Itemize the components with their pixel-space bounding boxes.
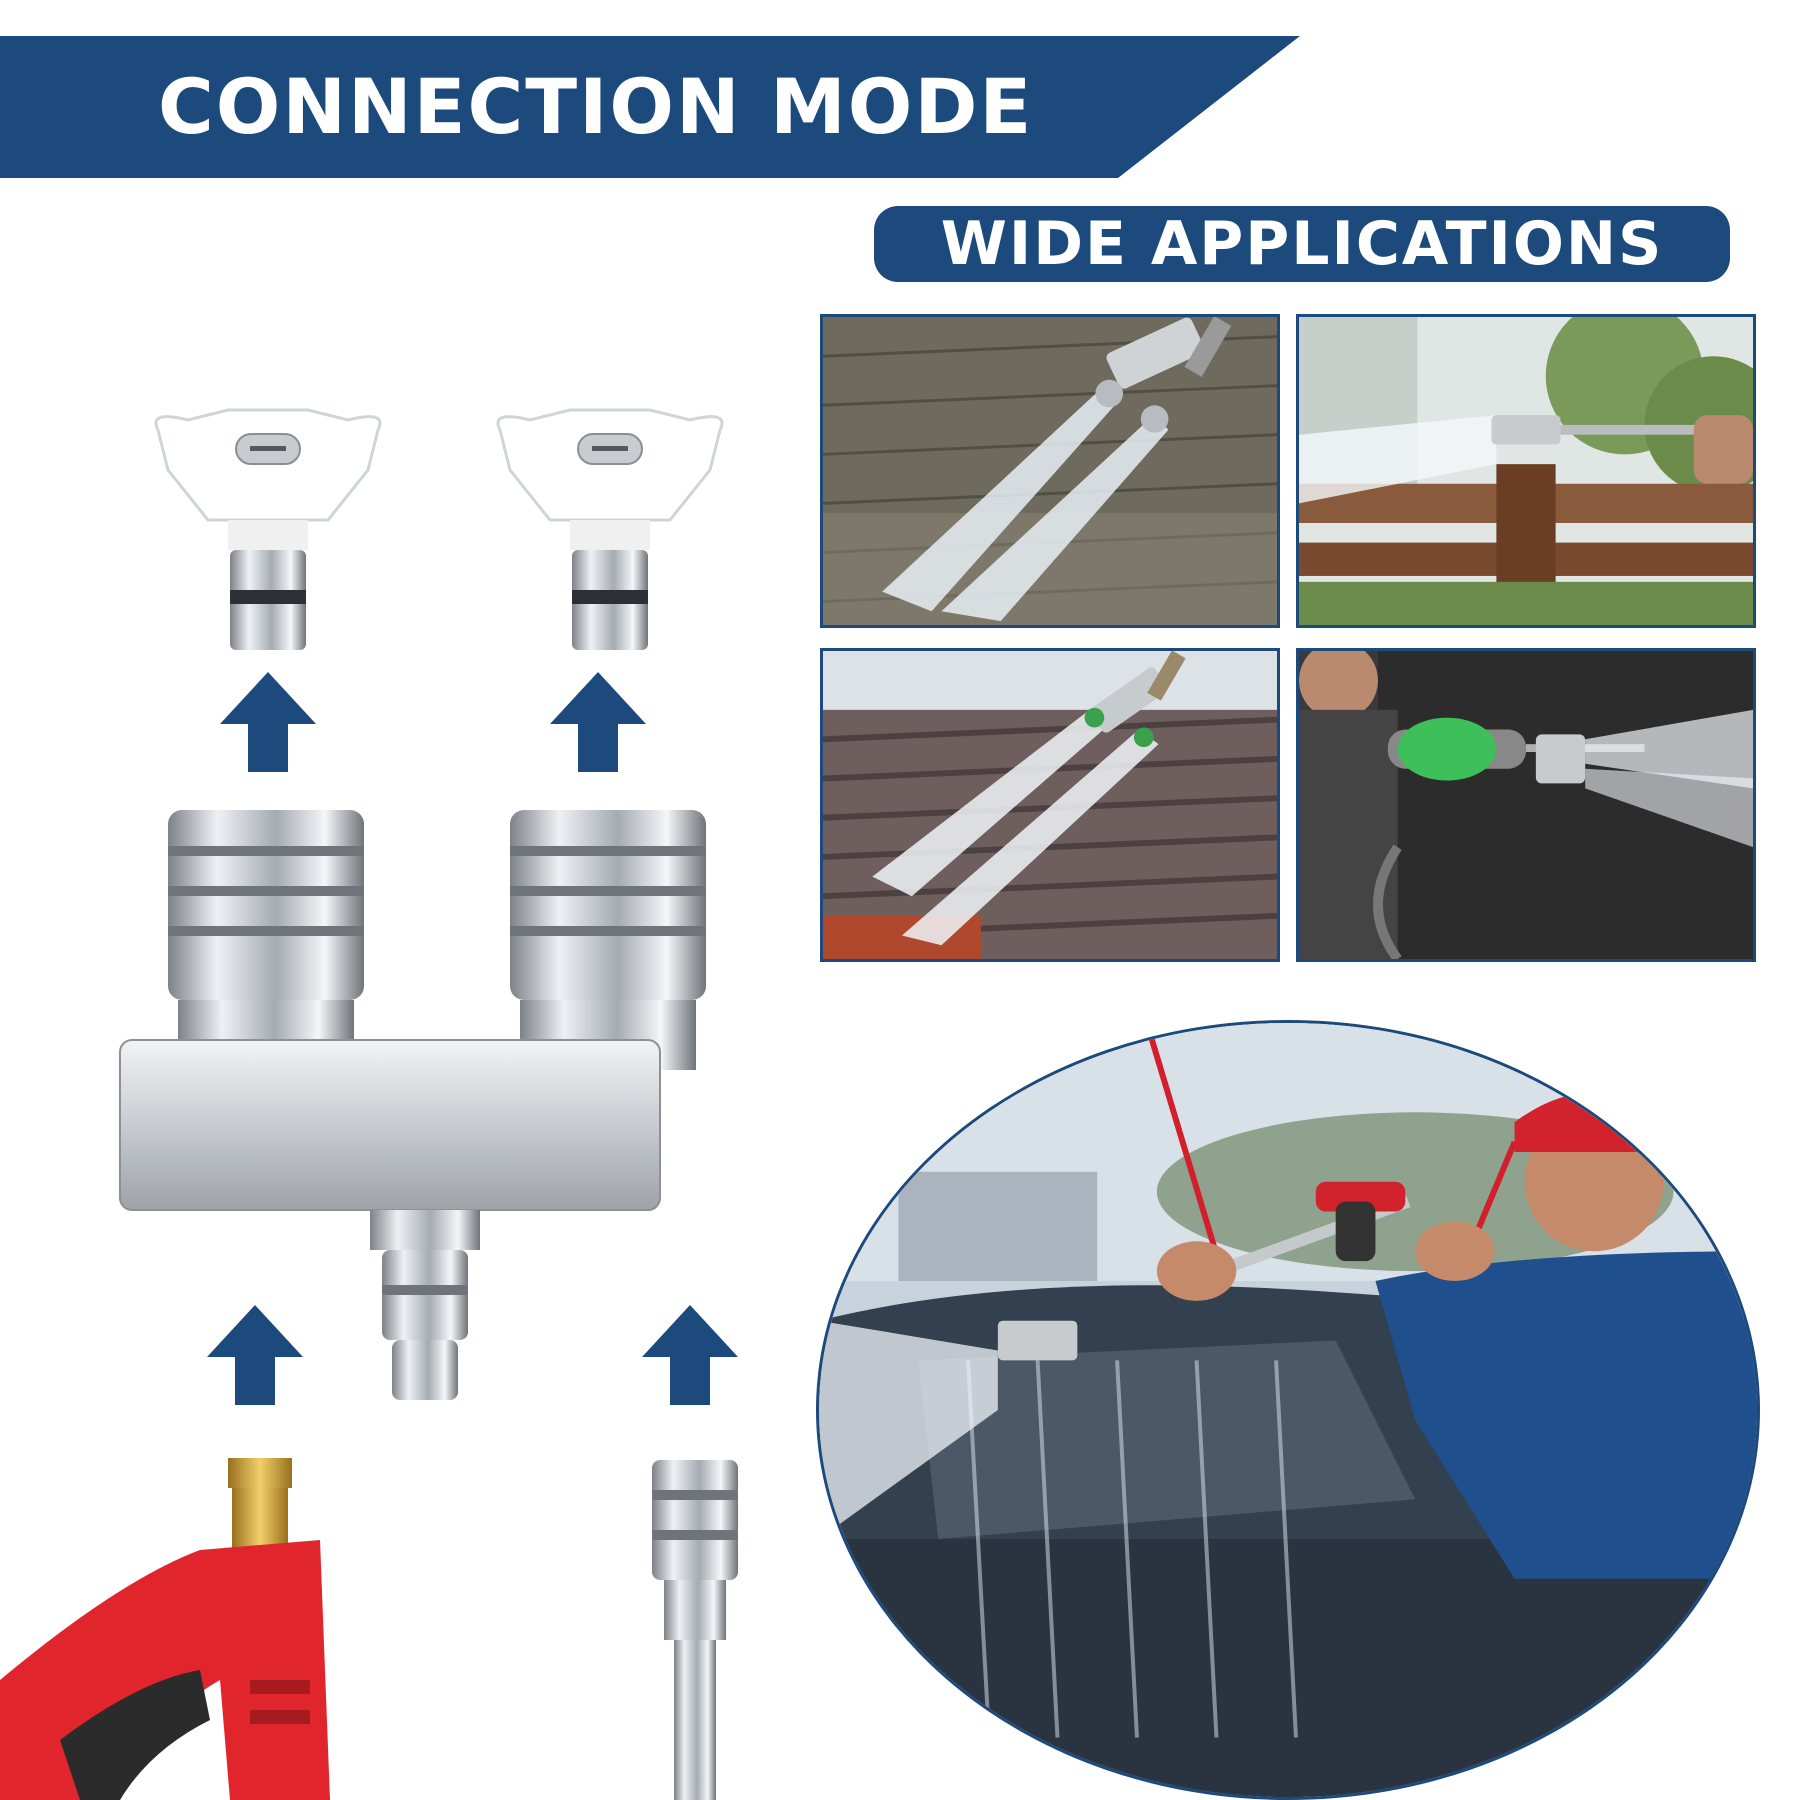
photo-glove-spraying xyxy=(1296,648,1756,962)
wand-icon xyxy=(652,1460,738,1800)
connection-diagram xyxy=(0,408,738,1800)
up-arrow-icon xyxy=(550,672,646,772)
photo-wall-cleaning xyxy=(820,314,1280,628)
up-arrow-icon xyxy=(220,672,316,772)
spray-gun-icon xyxy=(0,1458,330,1800)
up-arrow-icon xyxy=(207,1305,303,1405)
nozzle-tip-icon xyxy=(154,408,382,650)
fence-cleaning-illustration xyxy=(1299,317,1753,625)
photo-car-wash xyxy=(816,1020,1760,1800)
car-wash-illustration xyxy=(819,1023,1757,1797)
roof-cleaning-illustration xyxy=(823,651,1277,959)
quick-coupler-icon xyxy=(510,810,706,1070)
wall-cleaning-illustration xyxy=(823,317,1277,625)
connection-mode-banner: CONNECTION MODE xyxy=(0,36,1300,178)
wide-applications-badge: WIDE APPLICATIONS xyxy=(874,206,1730,282)
photo-roof-cleaning xyxy=(820,648,1280,962)
banner-title: CONNECTION MODE xyxy=(158,62,1034,151)
nozzle-tip-icon xyxy=(496,408,724,650)
wide-applications-title: WIDE APPLICATIONS xyxy=(940,209,1664,279)
photo-fence-cleaning xyxy=(1296,314,1756,628)
glove-spraying-illustration xyxy=(1299,651,1753,959)
manifold-icon xyxy=(119,1039,661,1400)
up-arrow-icon xyxy=(642,1305,738,1405)
quick-coupler-icon xyxy=(168,810,364,1070)
